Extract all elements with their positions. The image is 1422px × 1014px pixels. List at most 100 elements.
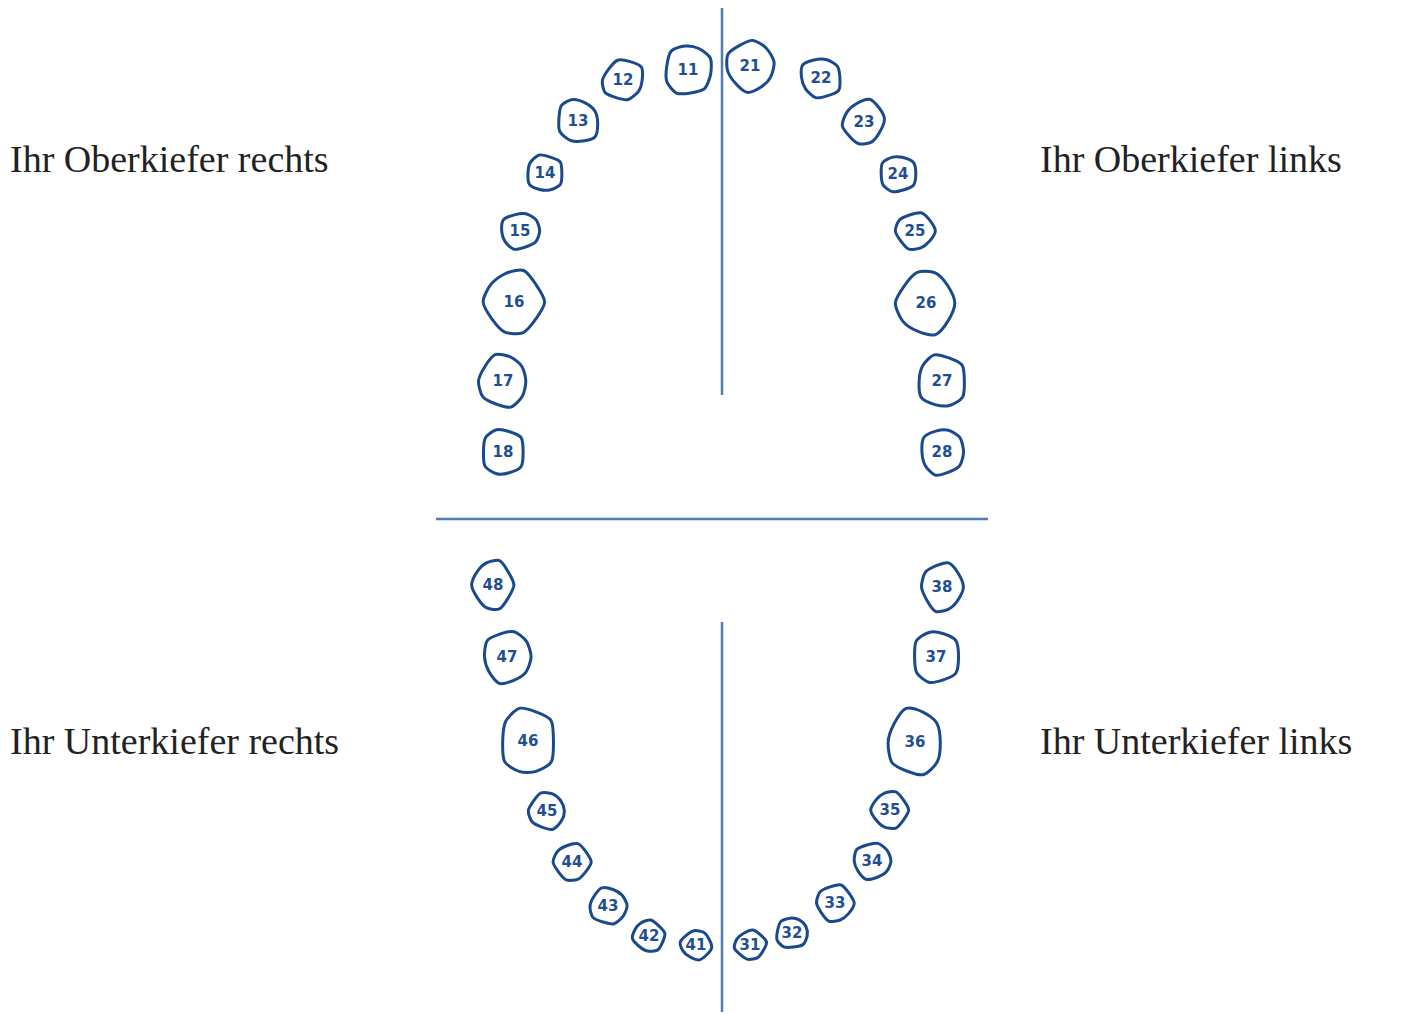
- tooth-number: 21: [740, 59, 761, 74]
- tooth: 27: [916, 353, 968, 409]
- tooth-shape: [553, 843, 591, 880]
- tooth-shape: [503, 708, 554, 772]
- tooth: 45: [527, 791, 567, 831]
- tooth-number: 22: [811, 71, 832, 86]
- tooth-number: 23: [854, 115, 875, 130]
- tooth-number: 15: [510, 224, 531, 239]
- tooth-number: 18: [493, 445, 514, 460]
- tooth-shape: [483, 429, 523, 474]
- tooth-number: 36: [905, 735, 926, 750]
- tooth-number: 31: [740, 938, 761, 953]
- tooth: 42: [631, 919, 667, 953]
- tooth: 16: [483, 269, 545, 335]
- tooth: 43: [588, 886, 628, 926]
- tooth-shape: [895, 271, 954, 335]
- tooth-shape: [881, 157, 916, 192]
- tooth: 32: [774, 916, 810, 950]
- tooth: 47: [482, 629, 532, 685]
- tooth-number: 33: [825, 896, 846, 911]
- tooth-number: 24: [888, 167, 909, 182]
- tooth-shape: [922, 563, 964, 612]
- tooth-number: 12: [613, 73, 634, 88]
- tooth-shape: [836, 93, 891, 151]
- tooth-number: 11: [678, 63, 699, 78]
- tooth-shape: [854, 843, 891, 879]
- tooth: 46: [499, 706, 557, 776]
- tooth-number: 28: [932, 445, 953, 460]
- tooth: 26: [895, 270, 957, 336]
- tooth: 14: [525, 153, 565, 193]
- tooth-shape: [594, 51, 653, 108]
- tooth: 18: [480, 427, 526, 477]
- tooth-number: 47: [497, 650, 518, 665]
- tooth-number: 41: [686, 938, 707, 953]
- tooth: 33: [815, 883, 855, 923]
- quadrant-label: Ihr Unterkiefer rechts: [10, 721, 339, 763]
- tooth-shape: [895, 213, 935, 250]
- tooth-shape: [472, 560, 514, 609]
- tooth-number: 48: [483, 578, 504, 593]
- tooth-shape: [478, 354, 525, 407]
- tooth: 37: [911, 629, 961, 685]
- tooth: 24: [878, 154, 918, 194]
- tooth-number: 26: [916, 296, 937, 311]
- tooth-shape: [483, 270, 544, 334]
- tooth-shape: [662, 43, 714, 99]
- tooth: 36: [886, 707, 944, 777]
- tooth-shape: [888, 708, 940, 775]
- tooth-shape: [502, 214, 540, 250]
- tooth-shape: [723, 37, 778, 95]
- tooth: 17: [477, 353, 529, 409]
- tooth-number: 35: [880, 803, 901, 818]
- tooth-shape: [549, 92, 607, 151]
- tooth-number: 37: [926, 650, 947, 665]
- tooth-number: 27: [932, 374, 953, 389]
- tooth-number: 14: [535, 166, 556, 181]
- quadrant-label: Ihr Oberkiefer links: [1040, 139, 1342, 181]
- tooth: 23: [842, 98, 886, 146]
- tooth-number: 32: [782, 926, 803, 941]
- tooth-shape: [528, 155, 562, 190]
- tooth-number: 16: [504, 295, 525, 310]
- tooth: 28: [919, 427, 965, 477]
- tooth-number: 42: [639, 929, 660, 944]
- tooth: 21: [725, 39, 775, 93]
- tooth-number: 38: [932, 580, 953, 595]
- quadrant-label: Ihr Unterkiefer links: [1040, 721, 1352, 763]
- tooth-shape: [731, 928, 768, 962]
- tooth-shape: [677, 928, 713, 962]
- tooth: 25: [894, 211, 936, 251]
- tooth-shape: [811, 879, 859, 927]
- tooth: 34: [852, 841, 892, 881]
- tooth: 11: [663, 43, 713, 97]
- tooth: 31: [733, 929, 768, 961]
- tooth: 13: [556, 97, 600, 145]
- tooth-number: 25: [905, 224, 926, 239]
- tooth-number: 17: [493, 374, 514, 389]
- tooth-shape: [922, 430, 964, 475]
- midline-lower: [721, 622, 724, 1012]
- quadrant-label: Ihr Oberkiefer rechts: [10, 139, 329, 181]
- tooth-number: 46: [518, 734, 539, 749]
- midline-upper: [721, 8, 724, 395]
- tooth-shape: [528, 793, 564, 830]
- tooth-shape: [771, 913, 813, 954]
- tooth: 12: [600, 59, 646, 101]
- tooth: 22: [798, 57, 844, 99]
- tooth: 38: [920, 561, 964, 613]
- tooth-number: 44: [562, 855, 583, 870]
- tooth: 44: [552, 842, 592, 882]
- tooth-number: 45: [537, 804, 558, 819]
- tooth-shape: [584, 882, 633, 931]
- occlusal-line: [436, 518, 988, 521]
- tooth-shape: [871, 792, 909, 829]
- tooth-number: 43: [598, 899, 619, 914]
- tooth: 35: [870, 790, 910, 830]
- tooth-number: 13: [568, 114, 589, 129]
- tooth-shape: [484, 632, 531, 684]
- tooth-number: 34: [862, 854, 883, 869]
- tooth-shape: [629, 916, 669, 956]
- tooth-shape: [915, 632, 959, 683]
- tooth-shape: [791, 49, 849, 106]
